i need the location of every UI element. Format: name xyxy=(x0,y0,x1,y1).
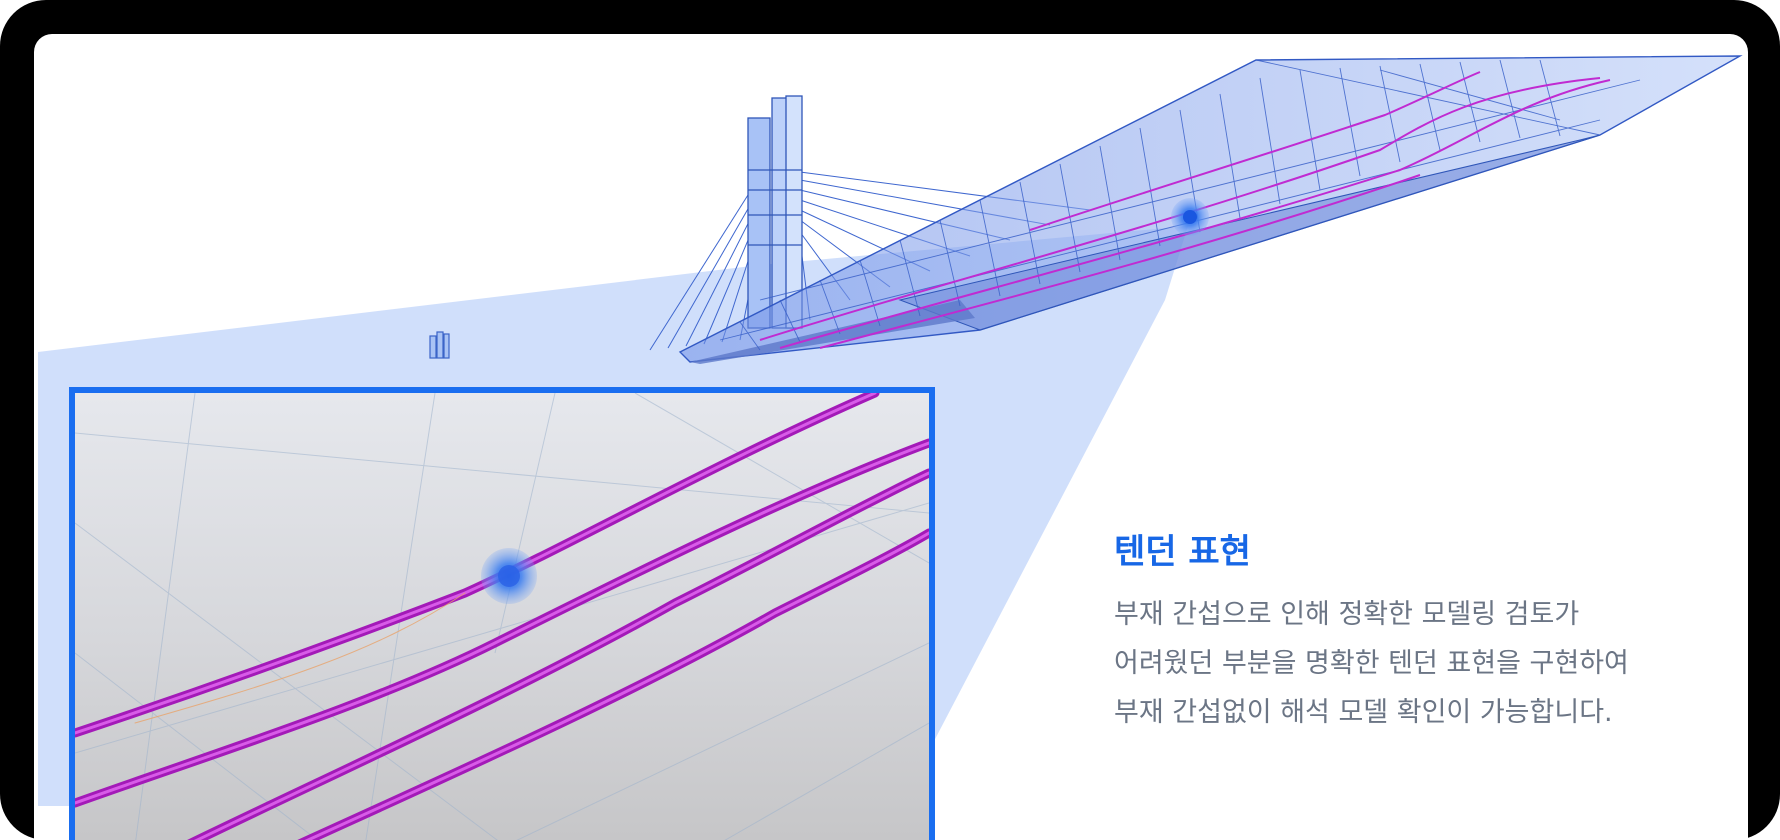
feature-description-line-3: 부재 간섭없이 해석 모델 확인이 가능합니다. xyxy=(1114,697,1613,728)
closeup-highlight-marker-core xyxy=(498,565,520,587)
main-pylon xyxy=(747,95,803,329)
bridge-deck xyxy=(678,55,1743,364)
highlight-marker-core xyxy=(1183,210,1197,224)
feature-info: 텐던 표현 부재 간섭으로 인해 정확한 모델링 검토가 어려웠던 부분을 명확… xyxy=(1114,532,1734,737)
feature-description-line-2: 어려웠던 부분을 명확한 텐던 표현을 구현하여 xyxy=(1114,648,1629,679)
deck-segments xyxy=(719,59,1641,351)
tendon-zoom-inset xyxy=(69,387,935,840)
rear-pylon xyxy=(429,331,450,359)
closeup-tendons xyxy=(75,393,929,840)
closeup-structure-lines xyxy=(75,393,929,840)
feature-description-line-1: 부재 간섭으로 인해 정확한 모델링 검토가 xyxy=(1114,599,1580,630)
tendon-closeup xyxy=(75,393,929,840)
screen: 텐던 표현 부재 간섭으로 인해 정확한 모델링 검토가 어려웠던 부분을 명확… xyxy=(34,34,1748,840)
deck-tendons xyxy=(759,71,1611,349)
feature-title: 텐던 표현 xyxy=(1114,532,1251,572)
feature-description: 부재 간섭으로 인해 정확한 모델링 검토가 어려웠던 부분을 명확한 텐던 표… xyxy=(1114,590,1734,737)
